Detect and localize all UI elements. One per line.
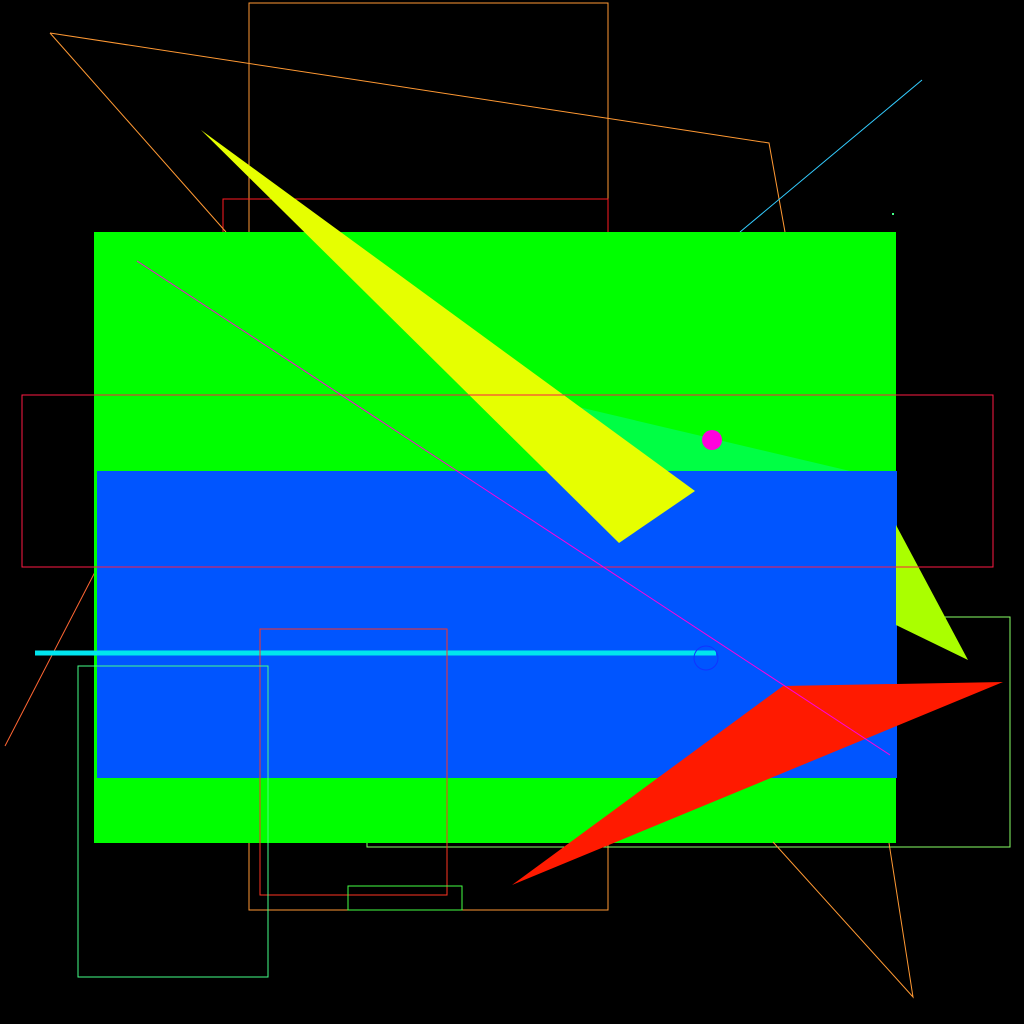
green-outline-rect-small [347, 885, 463, 911]
magenta-dot [702, 430, 722, 450]
mint-outline-rect-left [77, 665, 269, 978]
orange-outline-polygon [49, 32, 786, 233]
crimson-outline-rect-wide [21, 394, 994, 568]
navy-outline-circle [693, 645, 719, 671]
magenta-diagonal-line [136, 260, 891, 756]
lime-triangle [896, 525, 968, 660]
yellow-triangle [201, 130, 695, 543]
green-tiny-dot [892, 213, 894, 215]
orange-left-line [4, 571, 96, 747]
orange-diagonal-line [49, 32, 227, 233]
orange-outline-lower-right [772, 841, 914, 999]
red-outline-rect-bottom [259, 628, 448, 896]
cyan-thin-line [739, 79, 923, 233]
red-triangle [512, 682, 1003, 885]
